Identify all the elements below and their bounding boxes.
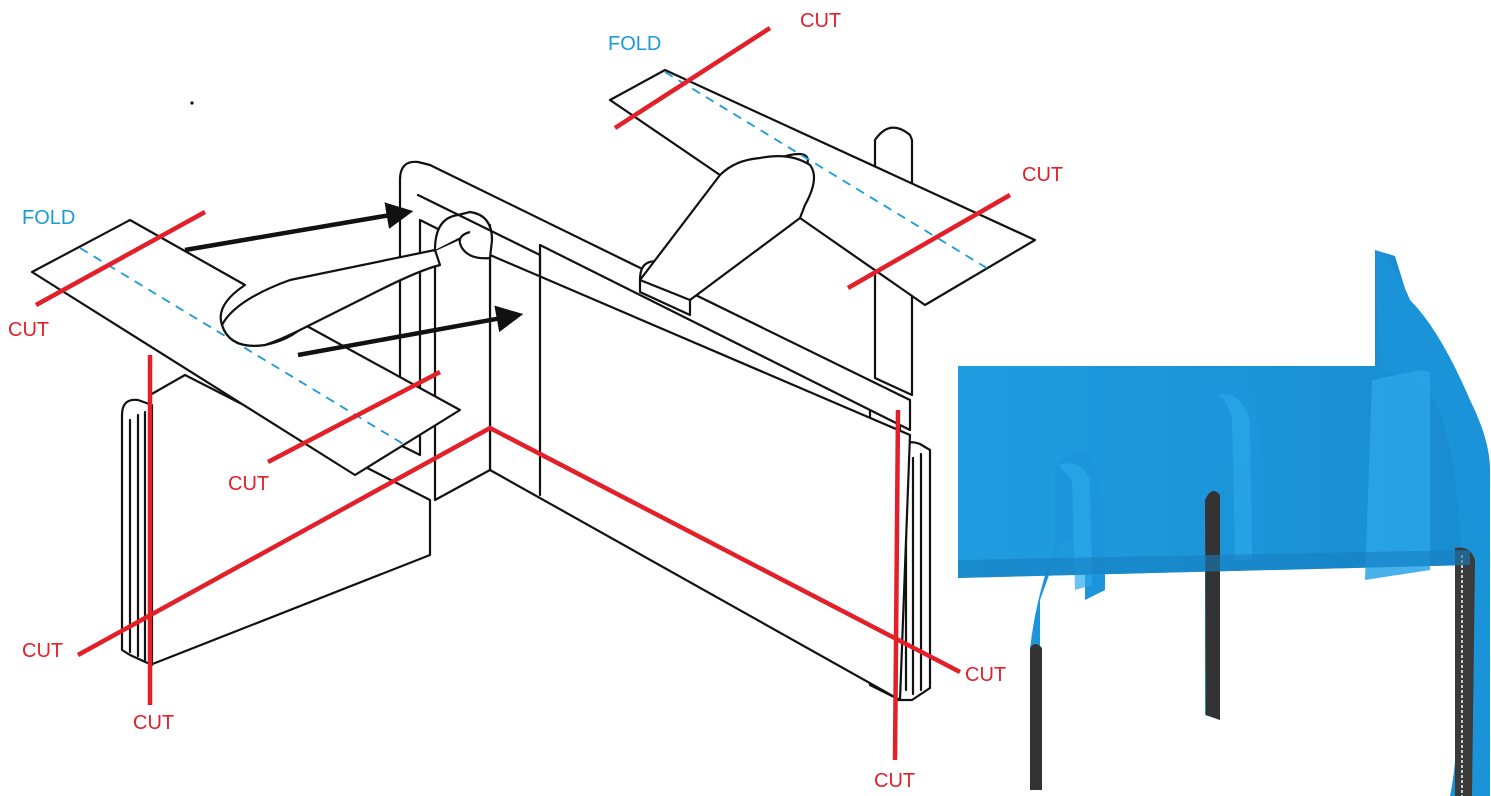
label-cut-top-right-strip: CUT bbox=[800, 10, 841, 32]
arrow-upper bbox=[184, 202, 414, 253]
cut-line-long-base bbox=[76, 425, 962, 674]
cut-line-right-strip-top bbox=[613, 26, 772, 130]
label-cut-base-right: CUT bbox=[965, 664, 1006, 686]
arrow-lower bbox=[297, 305, 524, 358]
foam-right-edge bbox=[1455, 547, 1475, 796]
cut-line-left-strip-bottom bbox=[266, 370, 442, 464]
left-end-panel bbox=[120, 373, 432, 667]
label-fold-left-strip: FOLD bbox=[22, 207, 75, 229]
label-cut-left-strip-bottom: CUT bbox=[228, 473, 269, 495]
stray-dot bbox=[190, 101, 194, 105]
insert-arrows bbox=[184, 202, 524, 358]
cut-line-right-vertical bbox=[892, 409, 901, 761]
foam-insert-photo bbox=[958, 250, 1490, 796]
center-divider bbox=[398, 126, 914, 702]
cut-line-left-strip-top bbox=[34, 210, 207, 307]
label-cut-right-strip: CUT bbox=[1022, 164, 1063, 186]
foam-right-tab bbox=[1365, 370, 1430, 580]
cut-line-right-strip-bottom bbox=[846, 193, 1012, 290]
label-fold-top-right-strip: FOLD bbox=[608, 33, 661, 55]
label-cut-left-vertical: CUT bbox=[133, 712, 174, 734]
label-cut-left-strip-top: CUT bbox=[8, 319, 49, 341]
left-strip bbox=[30, 218, 462, 477]
diagram-labels: CUT FOLD CUT FOLD CUT CUT CUT CUT CUT CU… bbox=[8, 10, 1063, 792]
top-right-strip bbox=[608, 68, 1037, 307]
cut-lines bbox=[34, 26, 1012, 761]
label-cut-right-vertical: CUT bbox=[874, 770, 915, 792]
label-cut-base-left: CUT bbox=[22, 640, 63, 662]
